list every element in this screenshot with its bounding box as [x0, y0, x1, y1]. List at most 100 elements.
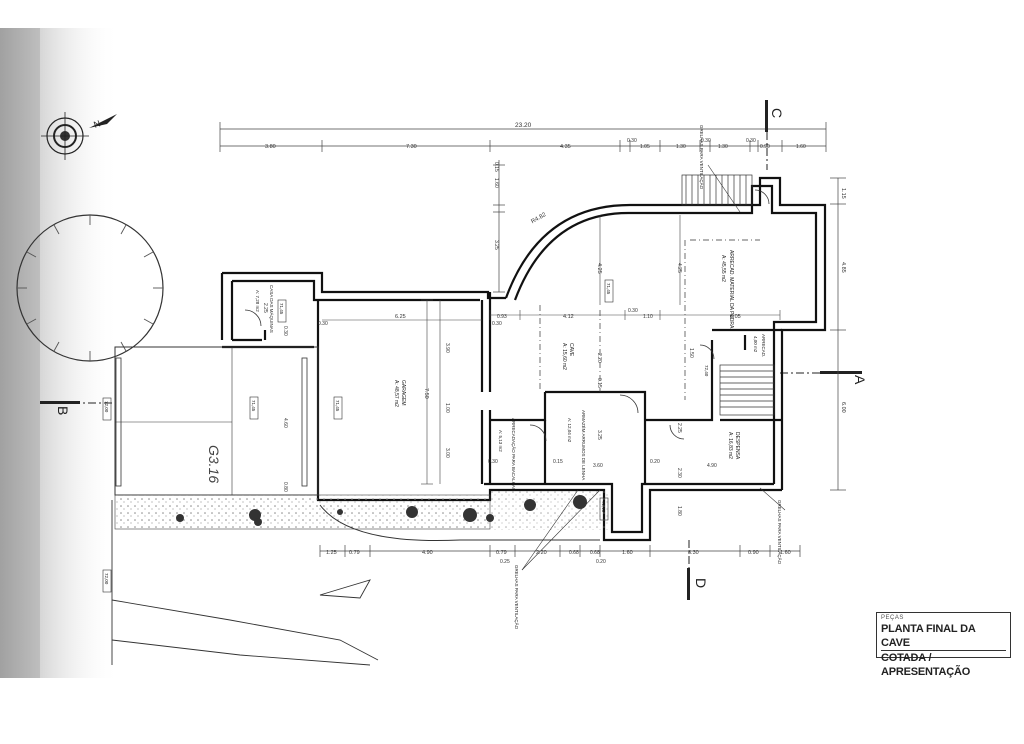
- room-arrecad-small: ARRECAD. 4,00 m2: [753, 334, 766, 357]
- dim-inner-2: 0.15: [596, 378, 602, 388]
- level-4: 71,45: [251, 400, 256, 412]
- dim-garagem-sub-1: 1.00: [444, 403, 450, 413]
- room-armazem: ARMAZÉM ARRUMOS DE LENHA A: 12,04 m2: [567, 410, 587, 480]
- room-cave: CAVE A: 15,60 m2: [561, 343, 574, 370]
- room-casa-maquinas: CASA DAS MÁQUINAS A: 7,28 m2: [255, 285, 275, 333]
- grelhas-right: GRELHAS PARA VENTILAÇÃO: [777, 500, 783, 565]
- right-dimensions: [830, 177, 846, 491]
- room-arrecad-small-label: ARRECAD.: [761, 334, 766, 357]
- section-label-b: B: [55, 406, 71, 415]
- room-cave-area: A: 15,60 m2: [561, 343, 567, 370]
- dim-bottom-5: 0.68: [569, 550, 579, 556]
- dim-top-total: 23.20: [515, 122, 532, 129]
- north-arrow-icon: N: [41, 112, 117, 160]
- dim-top-2: 4.35: [560, 144, 571, 150]
- dim-top-9: 0.90: [760, 144, 770, 150]
- dim-bottom-10: 1.60: [780, 550, 791, 556]
- stairs-top: [681, 174, 753, 206]
- dim-right-0: 1.15: [840, 188, 846, 199]
- terrain-lines: [111, 500, 379, 666]
- title-block-label: PEÇAS: [881, 615, 904, 621]
- room-arrecad-bacalhau-label: ARRECADAÇÃO PARA BACALHAU: [511, 418, 517, 491]
- bottom-dimensions: [319, 545, 801, 557]
- section-marker-c: C: [765, 100, 785, 170]
- title-block-line2: COTADA / APRESENTAÇÃO: [881, 652, 971, 678]
- dim-garagem-sub-2: 3.00: [444, 448, 450, 458]
- dim-bottom-2: 4.90: [422, 550, 433, 556]
- top-dimensions: [219, 122, 827, 152]
- room-arrecad-pedra: ARRECAD. MATERIAL DA PEDRA A: 45,55 m2: [720, 250, 734, 329]
- construction-lines: [539, 239, 760, 400]
- dim-top-8: 0.30: [746, 138, 756, 144]
- gravel-strip: [114, 494, 491, 530]
- dim-bottom-sub-0: 0.25: [500, 559, 510, 565]
- dim-inner-12: 1.80: [676, 506, 682, 516]
- svg-text:N: N: [92, 118, 102, 130]
- stairs-middle: [719, 364, 775, 416]
- dim-cave-sub-2: 6.05: [730, 314, 741, 320]
- dim-bottom-7: 1.60: [622, 550, 633, 556]
- room-garagem-label: GARAGEM: [400, 380, 406, 406]
- room-garagem: GARAGEM A: 48,57 m2: [393, 380, 406, 407]
- section-label-a: A: [852, 375, 868, 385]
- room-casa-maquinas-area: A: 7,28 m2: [255, 290, 260, 312]
- title-block-line1: PLANTA FINAL DA CAVE: [881, 622, 1006, 651]
- room-garagem-area: A: 48,57 m2: [393, 380, 399, 407]
- dim-top-1: 7.30: [406, 144, 417, 150]
- section-label-d: D: [693, 578, 709, 588]
- garagem-dims: [322, 299, 482, 485]
- door-swings: [244, 189, 770, 442]
- level-2: 71,45: [335, 400, 340, 412]
- dim-radius: R4.82: [530, 212, 547, 226]
- section-marker-b: B: [40, 401, 115, 415]
- dim-inner-1: 2.20: [596, 353, 602, 363]
- dim-cave-width: 4.12: [563, 314, 574, 320]
- dim-inner-0: 4.25: [676, 263, 682, 273]
- dim-left-col-2: 3.25: [493, 240, 499, 250]
- dim-garagem-sub-0: 3.90: [444, 343, 450, 353]
- dim-top-6: 0.30: [701, 138, 711, 144]
- grelhas-bottom: GRELHAS PARA VENTILAÇÃO: [514, 565, 520, 630]
- dim-garagem-width: 6.25: [395, 314, 406, 320]
- dim-top-0: 3.80: [265, 144, 276, 150]
- dim-left-4: 0.80: [282, 482, 288, 492]
- dim-inner-8: 0.20: [650, 459, 660, 465]
- room-arrecad-pedra-area: A: 45,55 m2: [720, 255, 726, 282]
- dim-top-10: 1.60: [796, 144, 806, 150]
- room-arrecad-pedra-label: ARRECAD. MATERIAL DA PEDRA: [728, 250, 734, 329]
- level-7: 72,00: [104, 573, 109, 585]
- dim-inner-10: 2.25: [676, 423, 682, 433]
- left-column-dims: [493, 160, 505, 293]
- room-armazem-label: ARMAZÉM ARRUMOS DE LENHA: [581, 410, 587, 480]
- garden-path: [319, 504, 600, 542]
- dim-inner-7: 2.30: [676, 468, 682, 478]
- dim-right-1: 4.85: [840, 262, 846, 273]
- dim-top-5: 1.30: [676, 144, 686, 150]
- dim-inner-9: 0.15: [553, 459, 563, 465]
- room-despensa-area: A: 16,83 m2: [727, 432, 733, 459]
- room-arrecad-bacalhau: ARRECADAÇÃO PARA BACALHAU A: 5,13 m2: [498, 418, 517, 491]
- gravel-strip-2: [490, 490, 610, 530]
- dim-garagem-height: 7.50: [423, 388, 429, 399]
- scan-shadow-top: [0, 28, 40, 678]
- room-armazem-area: A: 12,04 m2: [567, 418, 572, 443]
- title-block: PEÇAS PLANTA FINAL DA CAVE COTADA / APRE…: [876, 612, 1011, 678]
- dim-bottom-4: 2.20: [536, 550, 547, 556]
- dim-bottom-0: 1.25: [326, 550, 337, 556]
- room-despensa-label: DESPENSA: [734, 432, 740, 460]
- level-1: 71,45: [606, 283, 611, 295]
- dim-cave-sub-3: 1.10: [643, 314, 653, 320]
- dim-top-7: 1.30: [718, 144, 728, 150]
- room-arrecad-bacalhau-area: A: 5,13 m2: [498, 430, 503, 452]
- building-walls: [220, 176, 827, 542]
- dim-top-4: 1.05: [640, 144, 650, 150]
- dim-bottom-6: 0.68: [590, 550, 600, 556]
- dim-inner-11: 0.30: [488, 459, 498, 465]
- dim-top-3: 0.30: [627, 138, 637, 144]
- dim-left-0: 2.25: [262, 303, 268, 313]
- dim-left-col-1: 0.15: [493, 162, 499, 172]
- dim-cave-height: 4.25: [596, 263, 602, 274]
- dim-left-3: 4.60: [282, 418, 288, 428]
